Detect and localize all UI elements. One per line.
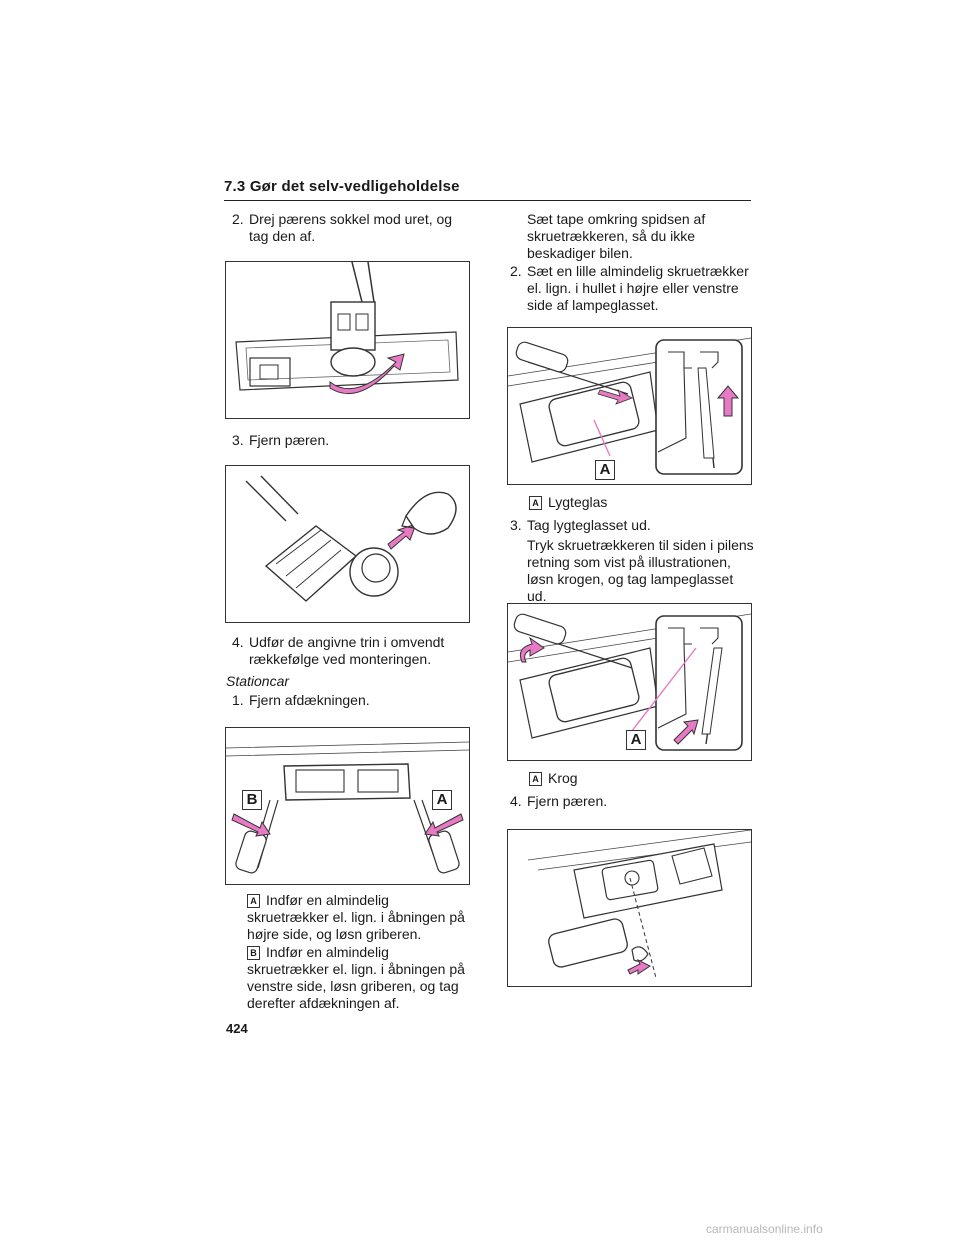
caption-tag: A (529, 772, 542, 786)
callout-a: A (626, 730, 646, 750)
note-text: Indfør en almindelig skruetrækker el. li… (247, 892, 465, 942)
page-number: 424 (226, 1021, 248, 1036)
step-number: 4. (232, 634, 244, 650)
step-text: Fjern pæren. (527, 793, 608, 809)
caption-lygteglas: A Lygteglas (529, 494, 754, 511)
intro-text: Sæt tape omkring spidsen af skruetrækker… (527, 211, 706, 261)
variant-label: Stationcar (226, 673, 290, 689)
caption-text: Lygteglas (548, 494, 608, 510)
step-number: 3. (510, 517, 522, 533)
step-4-left: 4. Udfør de angivne trin i omvendt række… (232, 634, 472, 668)
step-number: 4. (510, 793, 522, 809)
step-number: 2. (232, 211, 244, 227)
note-tag: A (247, 894, 260, 908)
caption-krog: A Krog (529, 770, 754, 787)
step-2-left: 2. Drej pærens sokkel mod uret, og tag d… (232, 211, 472, 245)
figure-remove-bulb (225, 465, 470, 623)
step-3-left: 3. Fjern pæren. (232, 432, 472, 449)
figure-bulb-socket-rotate (225, 261, 470, 419)
step-text: Udfør de angivne trin i omvendt rækkeføl… (249, 634, 445, 667)
step-text: Fjern pæren. (249, 432, 330, 448)
section-header: 7.3 Gør det selv-vedligeholdelse (224, 178, 751, 201)
section-title: 7.3 Gør det selv-vedligeholdelse (224, 178, 460, 195)
figure-insert-screwdriver: A (507, 327, 752, 485)
step-3-detail: Tryk skruetrækkeren til siden i pilens r… (527, 537, 754, 604)
note-text: Indfør en almindelig skruetrækker el. li… (247, 944, 465, 1011)
step-1-left: 1. Fjern afdækningen. (232, 692, 472, 709)
step-4-right: 4. Fjern pæren. (510, 793, 755, 810)
figure-release-hook: A (507, 603, 752, 761)
step-text: Tag lygteglasset ud. (527, 517, 651, 533)
note-tag: B (247, 946, 260, 960)
caption-tag: A (529, 496, 542, 510)
step-text: Sæt en lille almindelig skruetrækker el.… (527, 263, 749, 313)
step-number: 1. (232, 692, 244, 708)
step-2-right: 2. Sæt en lille almindelig skruetrækker … (510, 263, 755, 314)
step-3-right: 3. Tag lygteglasset ud. (510, 517, 755, 534)
callout-a: A (595, 460, 615, 480)
step-text: Drej pærens sokkel mod uret, og tag den … (249, 211, 453, 244)
watermark: carmanualsonline.info (706, 1222, 823, 1236)
step-number: 2. (510, 263, 522, 279)
step-number: 3. (232, 432, 244, 448)
callout-b: B (242, 790, 262, 810)
figure-remove-bulb-stationcar (507, 829, 752, 987)
callout-a: A (432, 790, 452, 810)
caption-text: Krog (548, 770, 578, 786)
step-text: Fjern afdækningen. (249, 692, 370, 708)
figure-remove-cover: B A (225, 727, 470, 885)
